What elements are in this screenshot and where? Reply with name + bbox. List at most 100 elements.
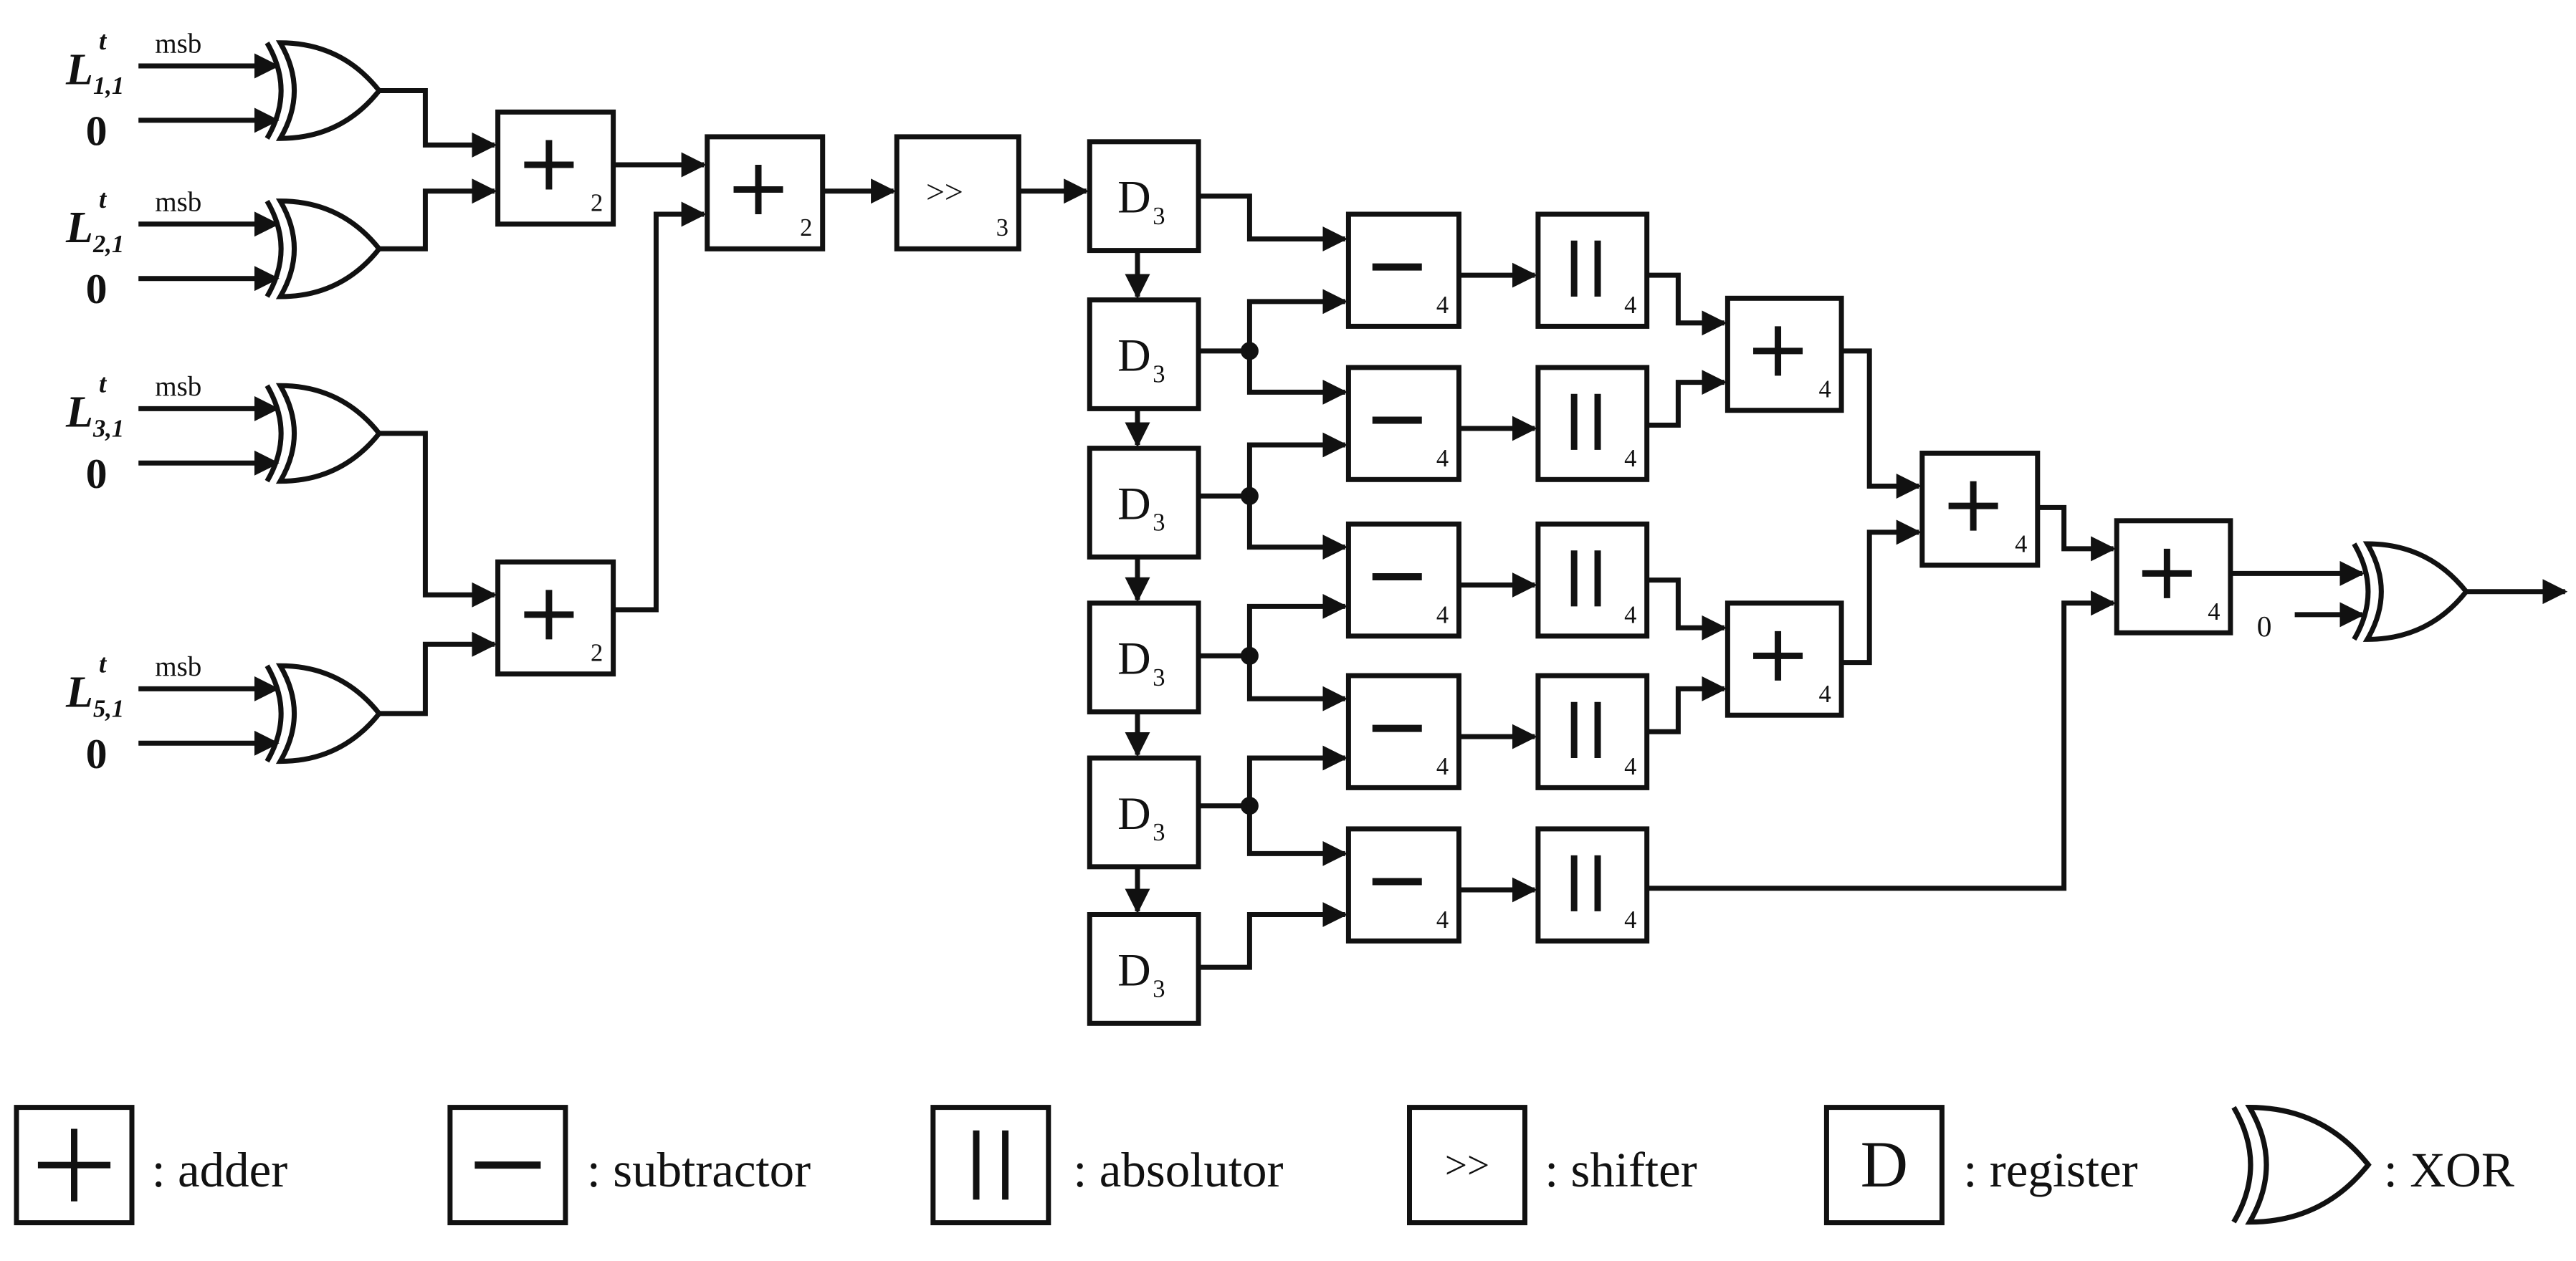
zero-input-label: 0 [86, 107, 108, 154]
input-xor-gate [264, 663, 383, 764]
wire [1646, 590, 2117, 891]
legend-absolutor: : absolutor [930, 1105, 1284, 1226]
output-xor-gate [2352, 541, 2470, 642]
zero-input-label: 0 [86, 450, 108, 497]
block-subscript: 4 [1624, 753, 1636, 780]
subtractor-4: 4 [1345, 673, 1462, 790]
wire [1246, 745, 1348, 806]
legend: : adder : subtractor : absolutor >> : shifte… [14, 1104, 2514, 1226]
legend-register: D: register [1823, 1105, 2138, 1226]
subtractor-5: 4 [1345, 826, 1462, 944]
subtractor-3: 4 [1345, 521, 1462, 639]
adder-stage1-bottom: 2 [495, 559, 616, 677]
legend-label-register: : register [1963, 1143, 2137, 1197]
legend-label-adder: : adder [152, 1143, 288, 1197]
wire [1246, 656, 1348, 711]
wire [1198, 902, 1348, 970]
block-subscript: 4 [1818, 375, 1831, 403]
input-label: L1,1 [65, 45, 124, 100]
wire [1646, 676, 1727, 734]
wire [1841, 348, 1922, 499]
absolutor-1: 4 [1535, 211, 1650, 329]
shifter-block: >> 3 [894, 134, 1021, 251]
block-subscript: 4 [1624, 292, 1636, 319]
msb-tag: msb [155, 371, 201, 402]
zero-input-label: 0 [86, 730, 108, 777]
block-subscript: 4 [1436, 601, 1449, 628]
msb-tag: msb [155, 186, 201, 217]
legend-label-xor: : XOR [2384, 1143, 2514, 1197]
block-subscript: 2 [800, 214, 812, 241]
input-superscript: t [99, 184, 108, 214]
register-symbol: D [1117, 788, 1151, 839]
wire [1246, 289, 1348, 351]
block-subscript: 4 [1818, 681, 1831, 708]
legend-subtractor: : subtractor [447, 1105, 811, 1226]
block-subscript: 4 [1624, 601, 1636, 628]
adder-stage2: 2 [705, 134, 826, 251]
input-xor-gate [264, 40, 383, 141]
block-subscript: 4 [2015, 531, 2027, 558]
wire [1246, 496, 1348, 560]
wire [379, 431, 497, 608]
absolutor-4: 4 [1535, 673, 1650, 790]
wire [379, 631, 497, 716]
input-superscript: t [99, 648, 108, 678]
register-symbol: D [1117, 172, 1151, 223]
adder-tree-a: 4 [1725, 295, 1844, 413]
legend-xor: : XOR [2231, 1104, 2514, 1225]
adder-tree-d: 4 [2114, 518, 2233, 636]
gates [264, 40, 2470, 764]
adder-tree-b: 4 [1725, 600, 1844, 718]
wire [1246, 350, 1348, 405]
wire [1246, 432, 1348, 497]
block-subscript: 4 [1436, 445, 1449, 472]
wire [379, 88, 497, 158]
zero-input-label: 0 [86, 265, 108, 312]
absolutor-2: 4 [1535, 365, 1650, 482]
wire [1646, 272, 1727, 336]
block-subscript: 2 [591, 189, 603, 216]
adder-stage1-top: 2 [495, 109, 616, 227]
register-symbol: D [1117, 479, 1151, 529]
block-subscript: 3 [1153, 664, 1165, 691]
adder-tree-c: 4 [1919, 451, 2041, 568]
wire [1841, 519, 1922, 666]
block-subscript: 3 [996, 214, 1008, 241]
wire [1198, 193, 1348, 251]
register-symbol: D [1117, 944, 1151, 995]
shifter-symbol: >> [926, 173, 963, 210]
input-superscript: t [99, 26, 108, 55]
msb-tag: msb [155, 651, 201, 682]
final-xor-zero-label: 0 [2257, 610, 2272, 643]
block-subscript: 4 [2208, 598, 2220, 625]
subtractor-1: 4 [1345, 211, 1462, 329]
input-xor-gate [264, 198, 383, 299]
wires [138, 53, 2568, 970]
block-subscript: 3 [1153, 976, 1165, 1003]
wire [1246, 593, 1348, 656]
block-subscript: 4 [1624, 906, 1636, 934]
wire [2037, 504, 2117, 562]
block-subscript: 4 [1436, 753, 1449, 780]
legend-label-subtractor: : subtractor [587, 1143, 811, 1197]
wire [1646, 577, 1727, 641]
block-subscript: 3 [1153, 361, 1165, 388]
wire [613, 201, 707, 613]
legend-label-shifter: : shifter [1545, 1143, 1697, 1197]
input-label: L3,1 [65, 388, 124, 443]
legend-shifter-glyph: >> [1445, 1143, 1489, 1187]
legend-label-absolutor: : absolutor [1073, 1143, 1283, 1197]
input-xor-gate [264, 383, 383, 484]
input-superscript: t [99, 368, 108, 398]
subtractor-2: 4 [1345, 365, 1462, 482]
block-subscript: 3 [1153, 819, 1165, 846]
block-subscript: 4 [1436, 906, 1449, 934]
